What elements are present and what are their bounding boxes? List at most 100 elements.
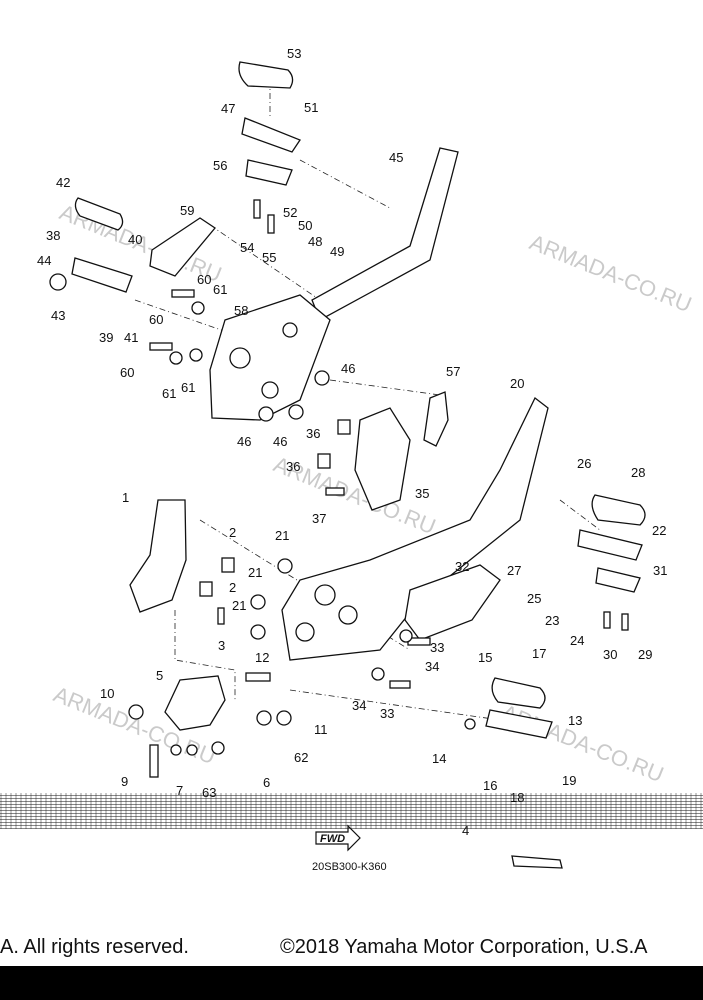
part-label: 61 [213,282,227,297]
part-label: 49 [330,244,344,259]
part-label: 9 [121,774,128,789]
part-label: 46 [341,361,355,376]
footpeg-rubber-right [591,494,646,526]
part-label: 4 [462,823,469,838]
part-label: 58 [234,303,248,318]
copyright-right: ©2018 Yamaha Motor Corporation, U.S.A [280,936,648,958]
part-label: 44 [37,253,51,268]
part-label: 1 [122,490,129,505]
watermark: ARMADA-CO.RU [498,699,667,787]
part-label: 60 [197,272,211,287]
footpeg-rubber-left [74,197,124,231]
label-sticker [337,419,351,435]
part-label: 61 [181,380,195,395]
part-label: 23 [545,613,559,628]
part-label: 17 [532,646,546,661]
peg-bracket [245,159,293,186]
part-label: 13 [568,713,582,728]
heel-guard [149,217,216,277]
part-label: 36 [306,426,320,441]
heel-guard-right [404,564,501,641]
part-labels: 1 2 2 3 4 5 6 7 9 10 11 12 13 14 15 16 1… [37,46,667,838]
part-label: 56 [213,158,227,173]
part-label: 33 [380,706,394,721]
sidestand-foot [511,855,563,869]
part-label: 34 [425,659,439,674]
part-label: 26 [577,456,591,471]
brake-lever-bracket [164,675,226,731]
heel-plate [354,407,411,511]
part-label: 25 [527,591,541,606]
footrest-plate-left [209,294,331,421]
part-label: 33 [430,640,444,655]
part-label: 7 [176,783,183,798]
part-label: 5 [156,668,163,683]
part-label: 61 [162,386,176,401]
part-label: 35 [415,486,429,501]
part-label: 12 [255,650,269,665]
part-label: 40 [128,232,142,247]
part-label: 36 [286,459,300,474]
part-label: 59 [180,203,194,218]
part-label: 29 [638,647,652,662]
part-label: 6 [263,775,270,790]
parts-drawings [49,61,646,869]
peg-bracket-right [595,567,641,593]
diagram-code: 20SB300-K360 [312,861,387,873]
part-label: 41 [124,330,138,345]
part-label: 38 [46,228,60,243]
part-label: 52 [283,205,297,220]
part-label: 37 [312,511,326,526]
passenger-bracket-arm [311,147,459,321]
collars [128,301,476,756]
scan-tear-band [0,793,703,829]
main-footrest-bracket [281,396,549,661]
part-label: 45 [389,150,403,165]
part-label: 21 [232,598,246,613]
part-label: 10 [100,686,114,701]
part-label: 14 [432,751,446,766]
copyright-strip: A. All rights reserved. ©2018 Yamaha Mot… [0,932,703,966]
part-label: 60 [149,312,163,327]
part-label: 46 [237,434,251,449]
part-label: 43 [51,308,65,323]
part-label: 60 [120,365,134,380]
part-label: 30 [603,647,617,662]
part-label: 22 [652,523,666,538]
part-label: 21 [275,528,289,543]
part-label: 2 [229,580,236,595]
part-label: 11 [314,722,328,737]
part-label: 16 [483,778,497,793]
footpeg [241,117,301,153]
part-label: 15 [478,650,492,665]
part-label: 48 [308,234,322,249]
part-label: 31 [653,563,667,578]
part-label: 21 [248,565,262,580]
part-label: 34 [352,698,366,713]
part-label: 47 [221,101,235,116]
mounting-plate [129,499,187,613]
label-sticker [199,581,213,597]
copyright-left: A. All rights reserved. [0,936,189,958]
part-label: 42 [56,175,70,190]
part-label: 46 [273,434,287,449]
part-label: 50 [298,218,312,233]
footpeg-rubber [238,61,294,89]
fwd-label: FWD [320,833,345,845]
part-label: 18 [510,790,524,805]
leader-lines [134,80,601,721]
footpeg-front [485,709,553,739]
part-label: 19 [562,773,576,788]
footpeg-right [577,529,643,561]
part-label: 51 [304,100,318,115]
part-label: 20 [510,376,524,391]
label-sticker [317,453,331,469]
footpeg-rubber-front [491,677,546,709]
bottom-black-bar [0,966,703,1000]
part-label: 54 [240,240,254,255]
part-label: 57 [446,364,460,379]
label-sticker [221,557,235,573]
part-label: 3 [218,638,225,653]
part-label: 24 [570,633,584,648]
